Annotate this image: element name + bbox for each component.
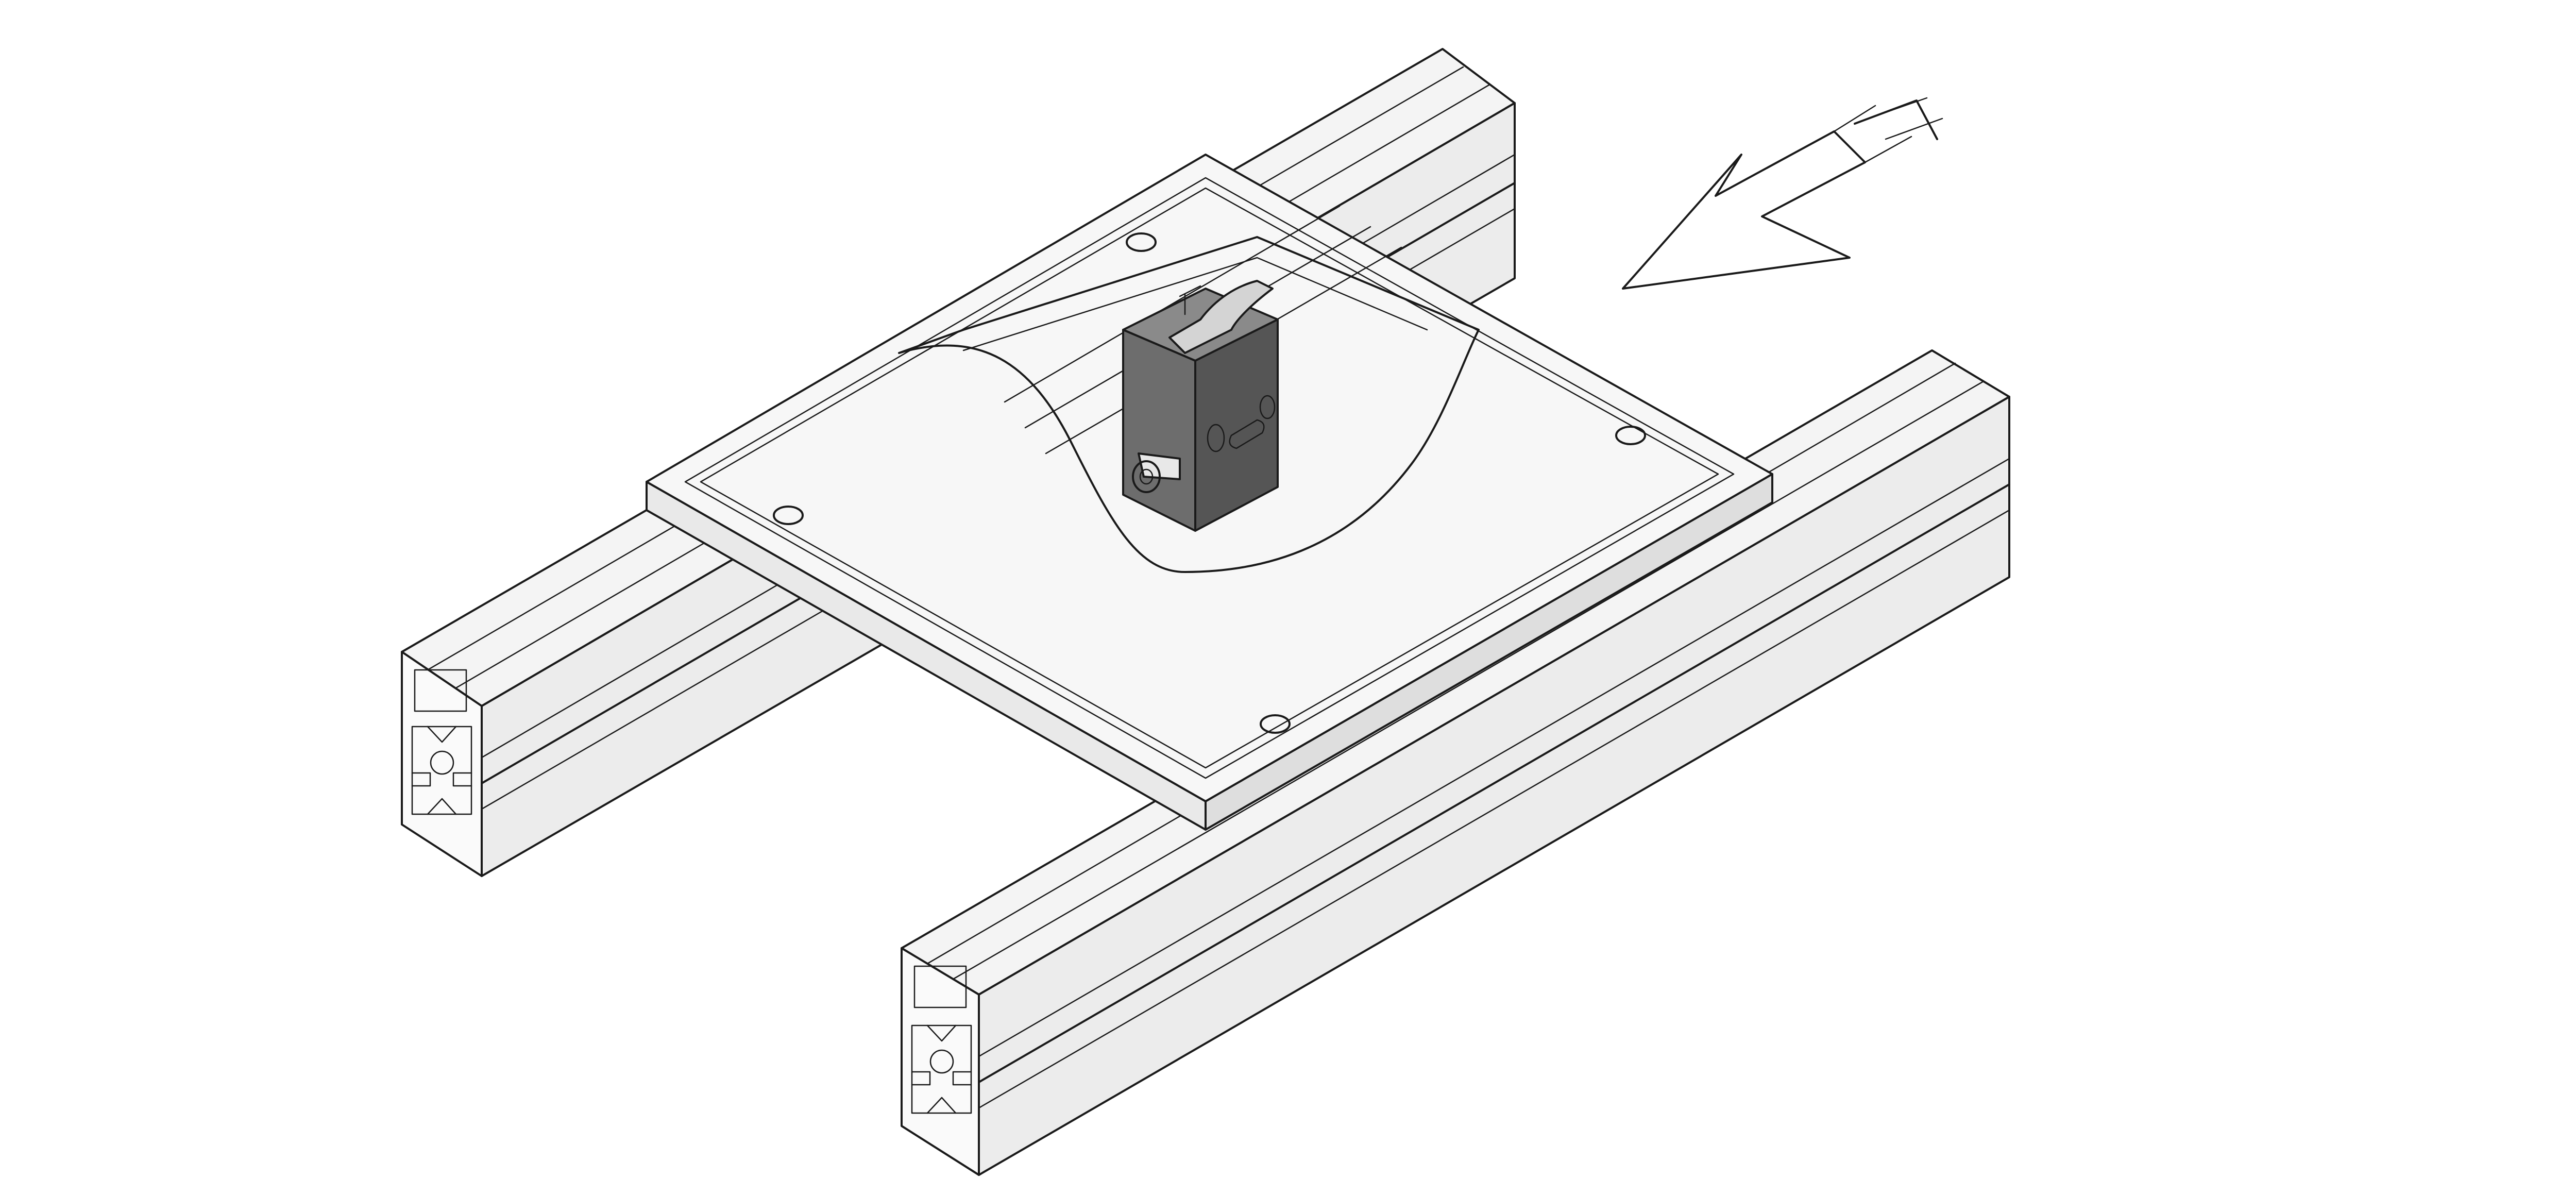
mounting-hole [1260, 714, 1291, 734]
mounting-hole [1126, 232, 1157, 252]
front-rail-end-profile [901, 947, 980, 1176]
valve-actuator-cam [1168, 280, 1274, 354]
mounting-hole [773, 506, 804, 525]
push-in-fitting [1132, 452, 1181, 493]
mounting-hole [1615, 426, 1646, 445]
travel-direction-arrow [1622, 97, 1943, 290]
rear-rail-end-profile [401, 651, 483, 877]
